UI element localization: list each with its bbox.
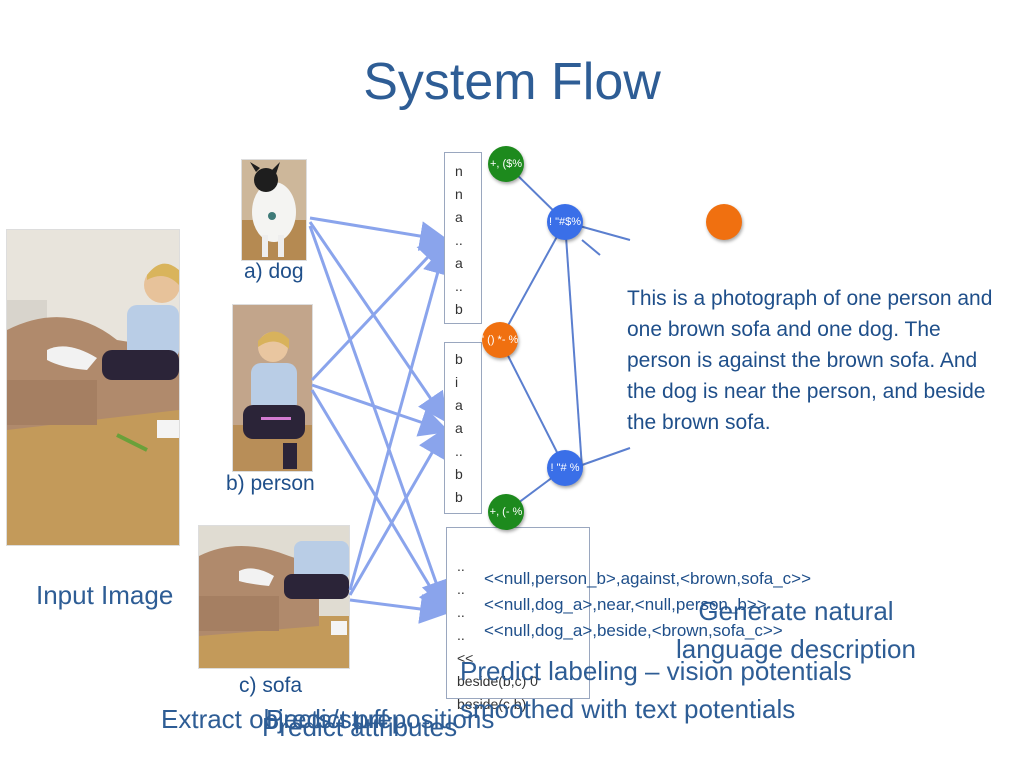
box3-lines: ...... ..<<beside(b,c) 0 beside(c,b) [457, 558, 538, 712]
graph-node-blue-top: ! "#$% [547, 204, 583, 240]
edge-right-stub1 [581, 239, 601, 256]
edge-b1-o1 [499, 221, 566, 341]
graph-node-orange-left: ' () *- % [482, 322, 518, 358]
prepositions-box [444, 342, 482, 514]
arrow-sofa-to-box1 [348, 244, 453, 591]
arrow-dog-to-box2 [308, 221, 448, 423]
predict-attributes-label: Predict attributes [262, 712, 458, 742]
arrow-person-to-box1 [310, 235, 449, 382]
person-image [232, 304, 313, 472]
arrow-person-to-box2 [311, 383, 450, 437]
input-image-label: Input Image [36, 580, 174, 610]
sofa-image [198, 525, 350, 669]
generate-description-label: Generate natural language description [676, 596, 916, 664]
triples-list: <<null,person_b>,against,<brown,sofa_c>>… [484, 566, 811, 644]
graph-node-green-bottom: +, (- % [488, 494, 524, 530]
slide-title: System Flow [363, 53, 661, 111]
graph-node-green-top: +, ($% [488, 146, 524, 182]
generated-description: This is a photograph of one person and o… [627, 283, 1002, 438]
extract-objects-label: Extract objects/stuff [161, 704, 388, 734]
triple-3: <<null,dog_a>,beside,<brown,sofa_c>> [484, 621, 783, 640]
attributes-box [444, 152, 482, 324]
triple-2: <<null,dog_a>,near,<null,person_b>> [484, 595, 767, 614]
arrow-sofa-to-box3 [349, 594, 450, 624]
edge-b1-b2 [564, 221, 583, 469]
predict-prepositions-label: Predict prepositions [266, 704, 495, 734]
arrow-person-to-box3 [310, 389, 448, 616]
edge-o1-b2 [499, 339, 566, 469]
edge-b2-right [581, 447, 631, 466]
dog-caption: a) dog [244, 260, 304, 283]
input-image [6, 229, 180, 546]
arrow-sofa-to-box2 [348, 426, 447, 596]
predict-labeling-label: Predict labeling – vision potentials smo… [460, 656, 852, 724]
stuff-box [446, 527, 590, 699]
triple-1: <<null,person_b>,against,<brown,sofa_c>> [484, 569, 812, 588]
graph-node-blue-bottom: ! "# % [547, 450, 583, 486]
sofa-caption: c) sofa [239, 674, 303, 697]
graph-node-orange-right [706, 204, 742, 240]
arrow-dog-to-box3 [308, 225, 451, 611]
dog-image [241, 159, 307, 261]
person-caption: b) person [226, 472, 315, 495]
